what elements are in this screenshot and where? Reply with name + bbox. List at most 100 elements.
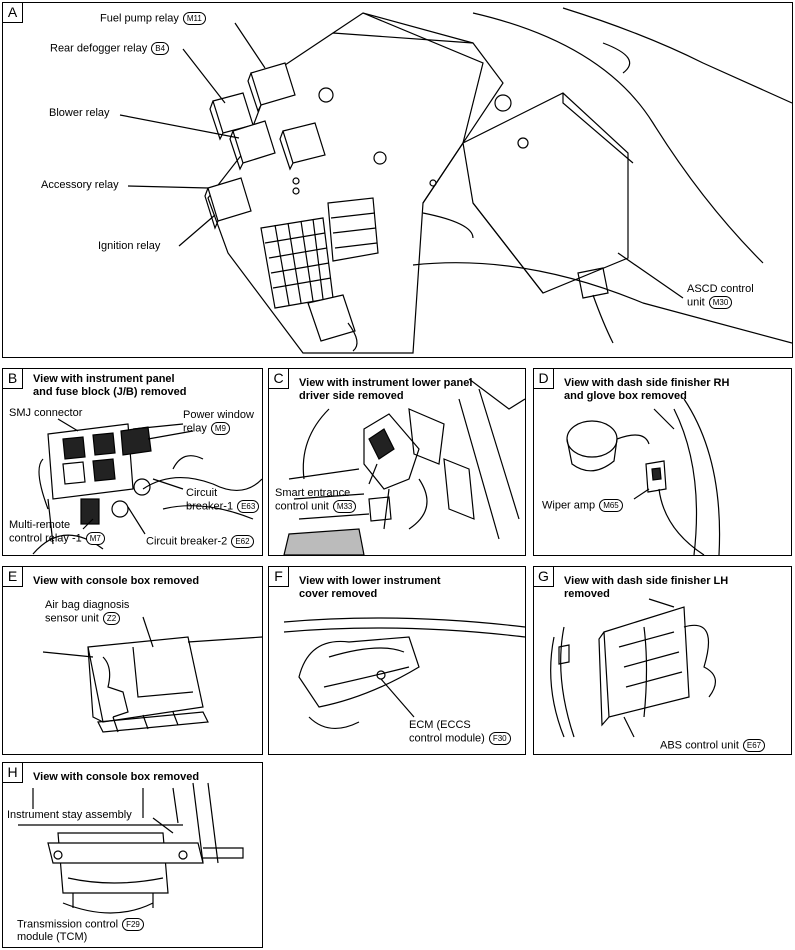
- panel-h-illustration: [18, 782, 244, 914]
- panel-title-line: View with console box removed: [33, 771, 200, 783]
- panel-title: View with dash side finisher RH and glov…: [564, 377, 729, 403]
- connector-code-badge: M7: [85, 532, 105, 545]
- panel-letter: C: [269, 369, 289, 389]
- label-text: Instrument stay assembly: [7, 809, 132, 821]
- ascd-control-unit: [462, 92, 634, 344]
- connector-code-badge: F30: [488, 732, 511, 745]
- panel-d-illustration: [566, 398, 721, 555]
- label-text: Circuit breaker-2: [146, 535, 228, 548]
- label-text: Blower relay: [49, 107, 110, 119]
- label-instrument-stay-assembly: Instrument stay assembly: [7, 809, 132, 822]
- panel-letter: F: [269, 567, 289, 587]
- panel-letter: H: [3, 763, 23, 783]
- label-text: Air bag diagnosis: [45, 599, 130, 611]
- label-text: control unit: [275, 500, 329, 513]
- panel-e-illustration: [42, 616, 262, 733]
- label-text: Circuit: [186, 487, 218, 499]
- panel-title-line: View with instrument lower panel: [299, 377, 473, 389]
- panel-title-line: View with console box removed: [33, 575, 200, 587]
- connector-code-badge: M65: [599, 499, 623, 512]
- panel-c: C View with instrument lower panel drive…: [268, 368, 526, 556]
- label-text: ASCD control: [687, 283, 754, 295]
- label-text: SMJ connector: [9, 407, 83, 419]
- panel-letter: G: [534, 567, 554, 587]
- panel-e: E View with console box removed Air bag …: [2, 566, 263, 755]
- label-text: relay: [183, 422, 207, 435]
- panel-b: B View with instrument panel and fuse bl…: [2, 368, 263, 556]
- label-text: Transmission control: [17, 918, 119, 931]
- label-text: control relay -1: [9, 532, 82, 545]
- panel-title-line: and fuse block (J/B) removed: [33, 386, 187, 398]
- label-text: Wiper amp: [542, 499, 596, 512]
- panel-title-line: View with dash side finisher RH: [564, 377, 730, 389]
- label-text: ABS control unit: [660, 739, 739, 752]
- label-text: Accessory relay: [41, 179, 119, 191]
- label-smj-connector: SMJ connector: [9, 407, 82, 420]
- panel-f: F View with lower instrument cover remov…: [268, 566, 526, 755]
- label-text: Ignition relay: [98, 240, 161, 252]
- label-blower-relay: Blower relay: [49, 107, 110, 120]
- panel-h: H View with console box removed Instrume…: [2, 762, 263, 948]
- panel-title: View with dash side finisher LH removed: [564, 575, 728, 601]
- connector-code-badge: F29: [122, 918, 144, 931]
- connector-code-badge: B4: [151, 42, 170, 55]
- panel-letter: A: [3, 3, 23, 23]
- panel-title: View with console box removed: [33, 771, 199, 784]
- label-text: ECM (ECCS: [409, 719, 471, 731]
- panel-letter: B: [3, 369, 23, 389]
- panel-g-illustration: [550, 598, 716, 738]
- label-text: sensor unit: [45, 612, 99, 625]
- panel-title-line: and glove box removed: [564, 390, 687, 402]
- connector-code-badge: Z2: [102, 612, 121, 625]
- label-ignition-relay: Ignition relay: [98, 240, 160, 253]
- panel-f-illustration: [283, 617, 525, 729]
- panel-g: G View with dash side finisher LH remove…: [533, 566, 792, 755]
- connector-code-badge: E63: [237, 500, 260, 513]
- panel-c-illustration: [283, 378, 525, 555]
- connector-code-badge: M33: [332, 500, 357, 513]
- connector-code-badge: E62: [231, 535, 254, 548]
- label-text: Smart entrance: [275, 487, 351, 499]
- connector-code-badge: M11: [182, 12, 206, 25]
- relay-blower: [229, 120, 326, 171]
- label-accessory-relay: Accessory relay: [41, 179, 119, 192]
- panel-title-line: View with lower instrument: [299, 575, 441, 587]
- panel-b-illustration: [32, 418, 262, 555]
- panel-title-line: View with dash side finisher LH: [564, 575, 729, 587]
- panel-a: A: [2, 2, 793, 358]
- label-text: Multi-remote: [9, 519, 71, 531]
- panel-title-line: removed: [564, 588, 610, 600]
- panel-letter: E: [3, 567, 23, 587]
- panel-title: View with console box removed: [33, 575, 199, 588]
- label-text: module (TCM): [17, 931, 88, 944]
- panel-title-line: driver side removed: [299, 390, 404, 402]
- label-text: Power window: [183, 409, 254, 421]
- label-text: Rear defogger relay: [50, 42, 148, 55]
- panel-title: View with instrument lower panel driver …: [299, 377, 472, 403]
- panel-d: D View with dash side finisher RH and gl…: [533, 368, 792, 556]
- panel-letter: D: [534, 369, 554, 389]
- panel-title-line: View with instrument panel: [33, 373, 175, 385]
- panel-title-line: cover removed: [299, 588, 378, 600]
- label-text: Fuel pump relay: [100, 12, 179, 25]
- label-text: control module): [409, 732, 485, 745]
- relay-fuel-pump: [247, 62, 296, 113]
- panel-title: View with instrument panel and fuse bloc…: [33, 373, 186, 399]
- relay-accessory: [204, 177, 252, 230]
- connector-code-badge: M30: [708, 296, 733, 309]
- connector-code-badge: M9: [210, 422, 230, 435]
- label-ecm: ECM (ECCS control module)F30: [409, 719, 511, 745]
- label-text: unit: [687, 296, 705, 309]
